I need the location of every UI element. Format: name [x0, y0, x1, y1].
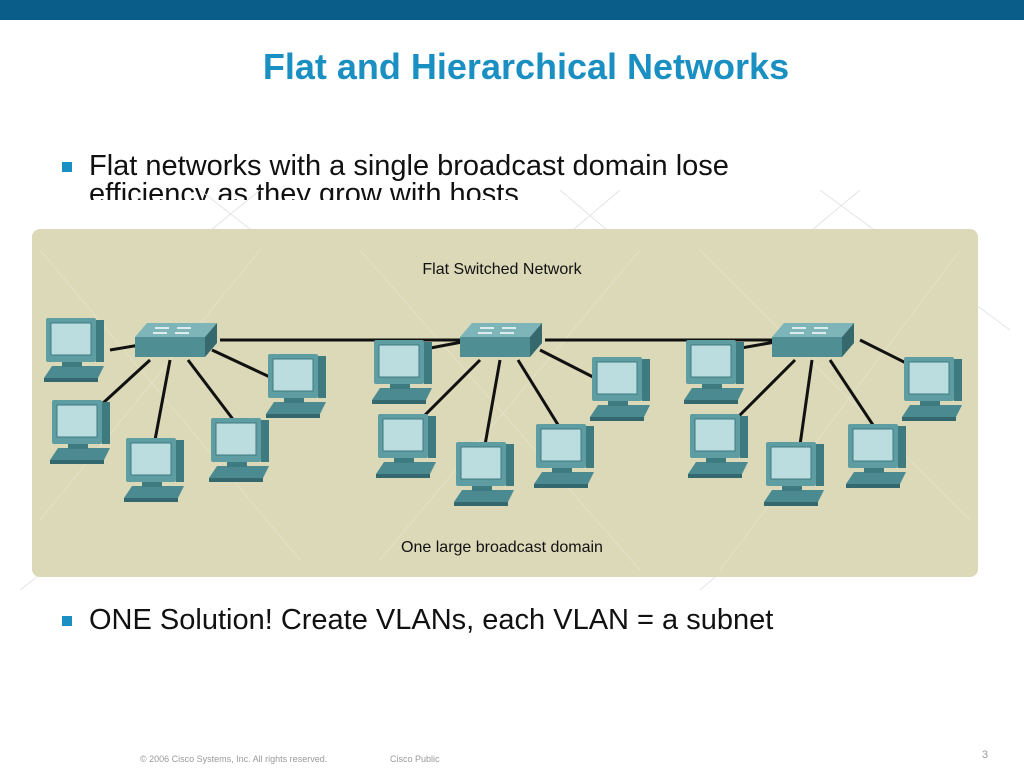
computer-icon — [589, 356, 651, 422]
bullet-continuation-text: efficiency as they grow with hosts — [89, 182, 519, 200]
bullet-marker — [62, 616, 72, 626]
computer-icon — [901, 356, 963, 422]
computer-icon — [687, 413, 749, 479]
panel-texture — [39, 249, 971, 571]
switch-icon — [771, 322, 855, 358]
diagram-caption: One large broadcast domain — [401, 539, 603, 556]
switch-icon — [134, 322, 218, 358]
bullet-text: Flat networks with a single broadcast do… — [89, 150, 729, 182]
network-diagram: Flat Switched Network One large broadcas… — [19, 190, 1011, 590]
page-number: 3 — [982, 749, 989, 761]
footer-label: Cisco Public — [390, 754, 440, 764]
computer-icon — [375, 413, 437, 479]
computer-icon — [845, 423, 907, 489]
switch-icon — [459, 322, 543, 358]
top-banner — [0, 0, 1024, 20]
bullet-marker — [62, 162, 72, 172]
computer-icon — [123, 437, 185, 503]
diagram-panel — [32, 229, 978, 577]
computer-icon — [208, 417, 270, 483]
network-links — [88, 338, 911, 446]
computer-icon — [49, 399, 111, 465]
bullet-continuation: efficiency as they grow with hosts — [89, 182, 569, 200]
computer-icon — [265, 353, 327, 419]
bullet-text: ONE Solution! Create VLANs, each VLAN = … — [89, 604, 774, 636]
slide-title: Flat and Hierarchical Networks — [262, 46, 790, 87]
footer-copyright: © 2006 Cisco Systems, Inc. All rights re… — [140, 754, 328, 764]
computer-icon — [763, 441, 825, 507]
computer-icon — [43, 317, 105, 383]
computer-icon — [683, 339, 745, 405]
computer-icon — [371, 339, 433, 405]
computer-icon — [533, 423, 595, 489]
computer-icon — [453, 441, 515, 507]
diagram-title: Flat Switched Network — [422, 261, 582, 278]
